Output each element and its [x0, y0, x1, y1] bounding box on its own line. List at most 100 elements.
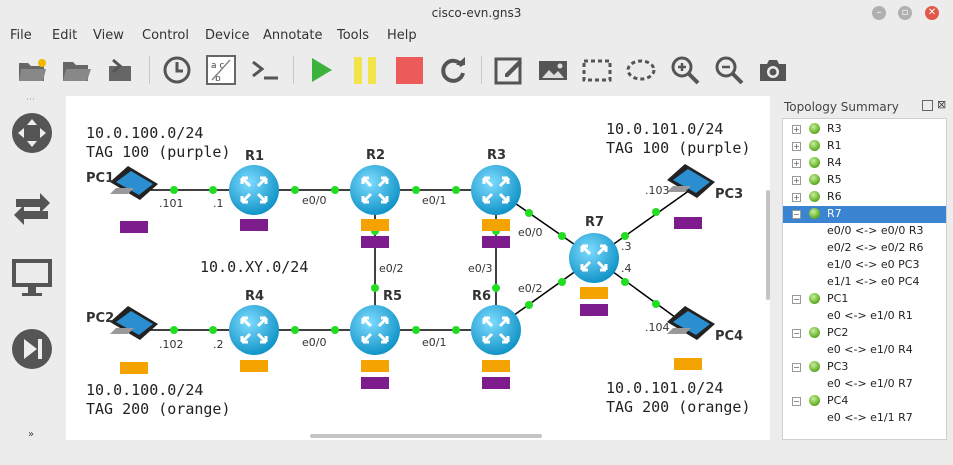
stop-all-button[interactable]	[393, 54, 425, 86]
history-button[interactable]	[161, 54, 193, 86]
menu-control[interactable]: Control	[142, 28, 189, 43]
expand-icon[interactable]: +	[792, 142, 801, 151]
tree-node-pc4[interactable]: −PC4	[783, 393, 946, 410]
tree-node-pc2[interactable]: −PC2	[783, 325, 946, 342]
expand-icon[interactable]: +	[792, 176, 801, 185]
close-panel-icon[interactable]: ⊠	[937, 98, 947, 111]
node-status-icon	[809, 140, 820, 151]
note-top-left-tag[interactable]: TAG 100 (purple)	[86, 143, 231, 161]
tree-link-item[interactable]: e0 <-> e1/0 R7	[783, 376, 946, 393]
tree-node-label: R3	[827, 122, 842, 135]
zoom-in-button[interactable]	[669, 54, 701, 86]
screenshot-button[interactable]	[757, 54, 789, 86]
zoom-out-icon	[715, 56, 744, 85]
panel-expand-icon[interactable]: »	[28, 429, 35, 440]
collapse-icon[interactable]: −	[792, 329, 801, 338]
router-r3[interactable]	[469, 163, 523, 217]
expand-icon[interactable]: +	[792, 193, 801, 202]
note-bot-left-tag[interactable]: TAG 200 (orange)	[86, 400, 231, 418]
router-r6[interactable]	[469, 303, 523, 357]
open-folder-button[interactable]	[60, 54, 92, 86]
tree-node-r7[interactable]: −R7	[783, 206, 946, 223]
all-devices-button[interactable]	[10, 327, 54, 371]
tree-link-item[interactable]: e0 <-> e1/0 R4	[783, 342, 946, 359]
float-panel-icon[interactable]	[922, 100, 933, 111]
router-r4[interactable]	[227, 303, 281, 357]
tree-node-pc3[interactable]: −PC3	[783, 359, 946, 376]
minimize-button[interactable]: –	[872, 6, 886, 20]
pc-pc4[interactable]	[667, 306, 715, 340]
tree-link-item[interactable]: e1/1 <-> e0 PC4	[783, 274, 946, 291]
note-mid-net[interactable]: 10.0.XY.0/24	[200, 258, 308, 276]
note-bot-right-net[interactable]: 10.0.101.0/24	[606, 379, 723, 397]
tree-node-label: R5	[827, 173, 842, 186]
console-button[interactable]	[249, 54, 281, 86]
menu-device[interactable]: Device	[205, 28, 250, 43]
tree-node-r5[interactable]: + R5	[783, 172, 946, 189]
menu-edit[interactable]: Edit	[52, 28, 78, 43]
note-bot-left-net[interactable]: 10.0.100.0/24	[86, 381, 203, 399]
end-device-icon	[12, 259, 52, 296]
collapse-icon[interactable]: −	[792, 363, 801, 372]
port-label: e0/1	[422, 194, 446, 207]
zoom-out-button[interactable]	[713, 54, 745, 86]
tree-node-r6[interactable]: +R6	[783, 189, 946, 206]
collapse-icon[interactable]: −	[792, 210, 801, 219]
expand-icon[interactable]: +	[792, 125, 801, 134]
insert-picture-button[interactable]	[537, 54, 569, 86]
menu-view[interactable]: View	[93, 28, 124, 43]
router-r5[interactable]	[348, 303, 402, 357]
close-button[interactable]: ✕	[925, 6, 939, 20]
pc-pc3[interactable]	[667, 164, 715, 198]
routers-button[interactable]	[10, 111, 54, 155]
note-bot-right-tag[interactable]: TAG 200 (orange)	[606, 398, 751, 416]
menu-tools[interactable]: Tools	[337, 28, 370, 43]
suspend-all-button[interactable]	[349, 54, 381, 86]
collapse-icon[interactable]: −	[792, 397, 801, 406]
tree-link-item[interactable]: e0/0 <-> e0/0 R3	[783, 223, 946, 240]
add-note-button[interactable]	[493, 54, 525, 86]
collapse-icon[interactable]: −	[792, 295, 801, 304]
menu-annotate[interactable]: Annotate	[263, 28, 323, 43]
router-r7[interactable]	[567, 231, 621, 285]
menu-file[interactable]: File	[10, 28, 32, 43]
tree-node-pc1[interactable]: −PC1	[783, 291, 946, 308]
reload-all-button[interactable]	[437, 54, 469, 86]
port-label: e0/0	[302, 336, 326, 349]
tree-node-r4[interactable]: +R4	[783, 155, 946, 172]
pc-pc2[interactable]	[110, 306, 158, 340]
expand-icon[interactable]: +	[792, 159, 801, 168]
note-top-right-tag[interactable]: TAG 100 (purple)	[606, 139, 751, 157]
draw-rectangle-button[interactable]	[581, 54, 613, 86]
panel-title: Topology Summary	[784, 100, 899, 114]
tree-link-label: e0/0 <-> e0/0 R3	[827, 224, 924, 237]
tree-link-item[interactable]: e0/2 <-> e0/2 R6	[783, 240, 946, 257]
router-r2[interactable]	[348, 163, 402, 217]
tree-link-label: e0/2 <-> e0/2 R6	[827, 241, 924, 254]
note-top-left-net[interactable]: 10.0.100.0/24	[86, 124, 203, 142]
tree-node-r1[interactable]: +R1	[783, 138, 946, 155]
canvas-horizontal-scrollbar[interactable]	[310, 434, 542, 438]
node-status-icon	[809, 395, 820, 406]
menu-help[interactable]: Help	[387, 28, 417, 43]
switches-button[interactable]	[10, 185, 54, 229]
tree-link-item[interactable]: e0 <-> e1/1 R7	[783, 410, 946, 427]
draw-ellipse-button[interactable]	[625, 54, 657, 86]
canvas-vertical-scrollbar[interactable]	[766, 190, 770, 300]
snapshot-restore-button[interactable]	[104, 54, 136, 86]
tree-link-item[interactable]: e1/0 <-> e0 PC3	[783, 257, 946, 274]
topology-canvas[interactable]: 10.0.100.0/24 TAG 100 (purple) 10.0.101.…	[66, 96, 770, 440]
start-all-button[interactable]	[305, 54, 337, 86]
pc-pc1[interactable]	[110, 166, 158, 200]
tree-link-item[interactable]: e0 <-> e1/0 R1	[783, 308, 946, 325]
new-project-button[interactable]	[16, 54, 48, 86]
tree-node-r3[interactable]: + R3	[783, 121, 946, 138]
port-label: .3	[621, 240, 632, 253]
port-label: .101	[159, 197, 184, 210]
maximize-button[interactable]: ▫	[898, 6, 912, 20]
note-top-right-net[interactable]: 10.0.101.0/24	[606, 120, 723, 138]
router-r1[interactable]	[227, 163, 281, 217]
end-devices-button[interactable]	[10, 255, 54, 299]
